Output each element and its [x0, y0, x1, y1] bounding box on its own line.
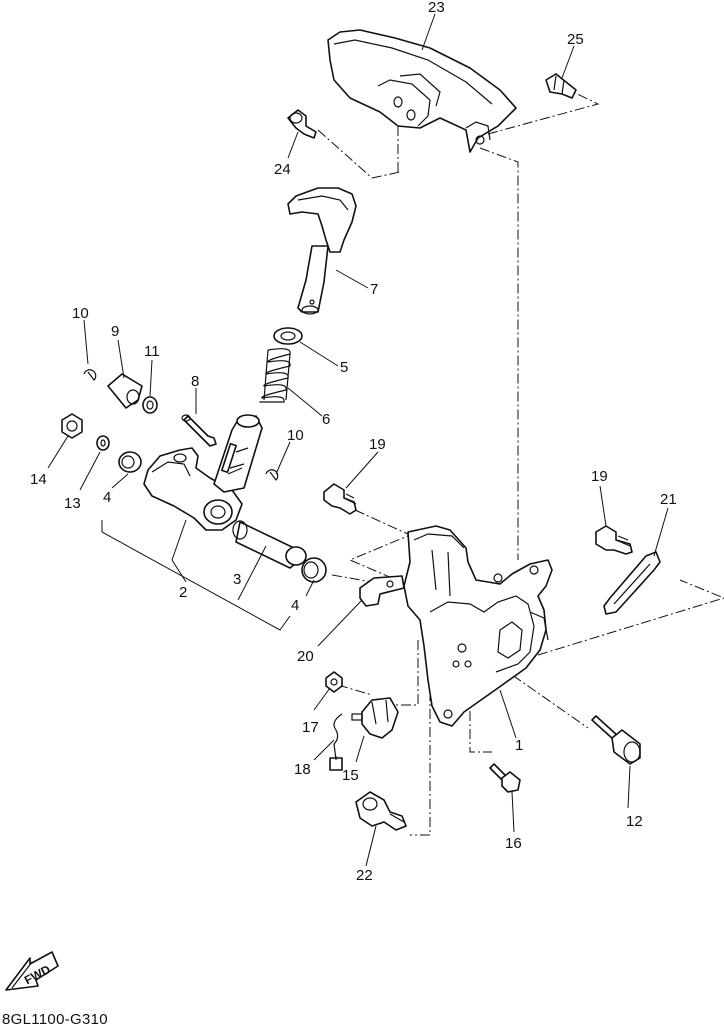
callout-22: 22	[356, 867, 373, 884]
part-collar-9	[107, 373, 143, 409]
part-nut-14	[61, 413, 83, 439]
callout-13: 13	[64, 495, 81, 512]
part-bushing-4b	[301, 557, 327, 583]
part-plate-21	[603, 551, 661, 615]
callout-11: 11	[144, 343, 160, 360]
part-bolt-12	[591, 715, 641, 765]
part-cover	[327, 29, 517, 153]
callout-3: 3	[233, 571, 241, 588]
callout-5: 5	[340, 359, 348, 376]
callout-20: 20	[297, 648, 314, 665]
callout-4a: 4	[103, 489, 111, 506]
part-washer-5	[273, 327, 303, 345]
callout-24: 24	[274, 161, 291, 178]
callout-14: 14	[30, 471, 47, 488]
callout-19a: 19	[369, 436, 386, 453]
part-screw-25	[545, 73, 577, 99]
callout-16: 16	[505, 835, 522, 852]
part-harness-18	[329, 713, 343, 771]
part-pin-8	[181, 414, 217, 447]
part-switch-15	[351, 697, 399, 739]
callout-8: 8	[191, 373, 199, 390]
part-clip-10a	[83, 369, 97, 381]
part-bolt-19b	[595, 525, 633, 555]
part-washer-13	[96, 435, 110, 451]
callout-10b: 10	[287, 427, 304, 444]
callout-21: 21	[660, 491, 677, 508]
callout-18: 18	[294, 761, 311, 778]
part-lever-7	[287, 187, 357, 315]
part-nut-17	[325, 671, 343, 693]
callout-6: 6	[322, 411, 330, 428]
part-clip-20	[359, 575, 405, 607]
callout-1: 1	[515, 737, 523, 754]
part-collar-3	[232, 520, 307, 569]
part-washer-11	[142, 396, 158, 414]
diagram-code: 8GL1100-G310	[2, 1011, 108, 1028]
part-bushing-4a	[118, 451, 142, 473]
callout-10a: 10	[72, 305, 89, 322]
callout-19b: 19	[591, 468, 608, 485]
callout-2: 2	[179, 584, 187, 601]
part-bolt-16	[489, 763, 521, 793]
part-bracket-1	[403, 525, 553, 727]
callout-9: 9	[111, 323, 119, 340]
callout-25: 25	[567, 31, 584, 48]
callout-15: 15	[342, 767, 359, 784]
part-screw-24	[287, 109, 317, 139]
part-shaft-bracket-2	[143, 414, 263, 531]
leader-lines	[47, 13, 669, 867]
part-clip-10b	[265, 469, 279, 481]
part-sensor-22	[355, 791, 407, 831]
callout-7: 7	[370, 281, 378, 298]
part-spring-6	[259, 348, 291, 403]
callout-12: 12	[626, 813, 643, 830]
fwd-arrow-icon: FWD	[5, 951, 59, 991]
callout-17: 17	[302, 719, 319, 736]
part-bolt-19a	[323, 483, 357, 515]
callout-4b: 4	[291, 597, 299, 614]
callouts: 23 25 24 7 10 9 11 5 8 6 10 19 19 14 13 …	[30, 0, 677, 884]
callout-23: 23	[428, 0, 445, 16]
